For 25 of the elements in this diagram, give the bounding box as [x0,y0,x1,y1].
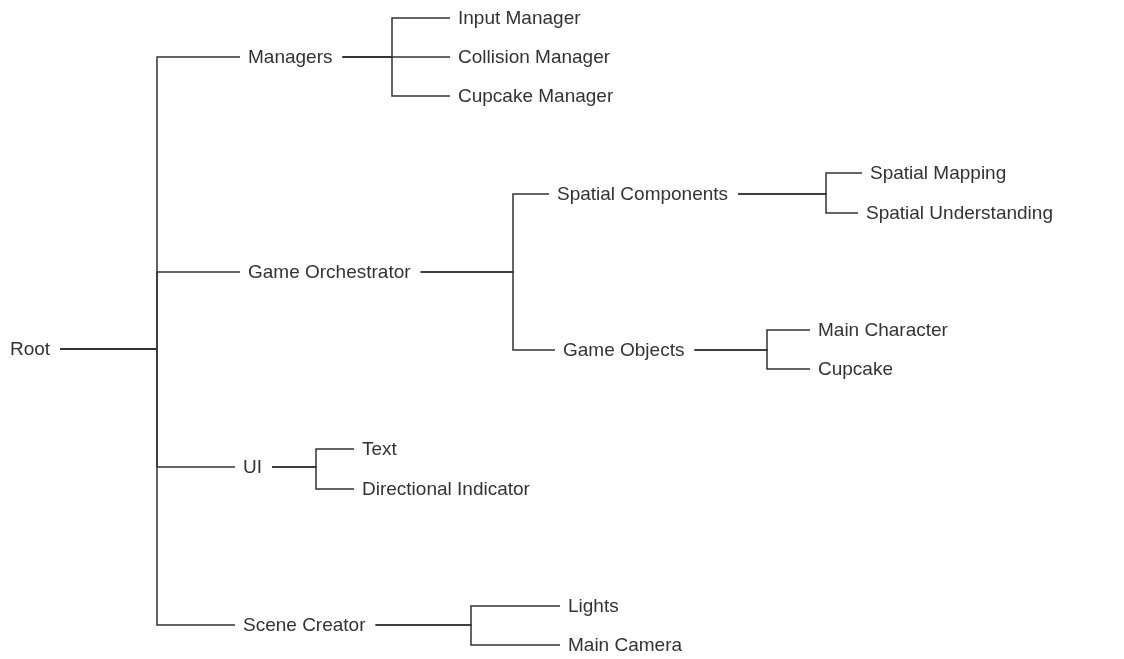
tree-connector [341,56,451,97]
node-label: Main Character [818,318,948,342]
tree-connector [59,348,236,626]
tree-connector [419,271,556,351]
node-label: Lights [568,594,619,618]
node-label: Managers [248,45,333,69]
node-label: Spatial Components [557,182,729,206]
node-label: Game Orchestrator [248,260,411,284]
node-label: Text [362,437,397,461]
tree-connector [374,624,561,646]
node-label: Root [10,337,51,361]
node-label: Directional Indicator [362,477,530,501]
node-label: UI [243,455,262,479]
node-label: Cupcake [818,357,893,381]
node-label: Spatial Mapping [870,161,1007,185]
tree-connector [737,193,859,214]
node-label: Main Camera [568,633,683,657]
node-label: Cupcake Manager [458,84,614,108]
node-label: Spatial Understanding [866,201,1053,225]
node-label: Input Manager [458,6,581,30]
tree-connector [693,349,811,370]
node-label: Game Objects [563,338,685,362]
node-label: Collision Manager [458,45,611,69]
tree-connector [271,466,355,490]
node-label: Scene Creator [243,613,366,637]
